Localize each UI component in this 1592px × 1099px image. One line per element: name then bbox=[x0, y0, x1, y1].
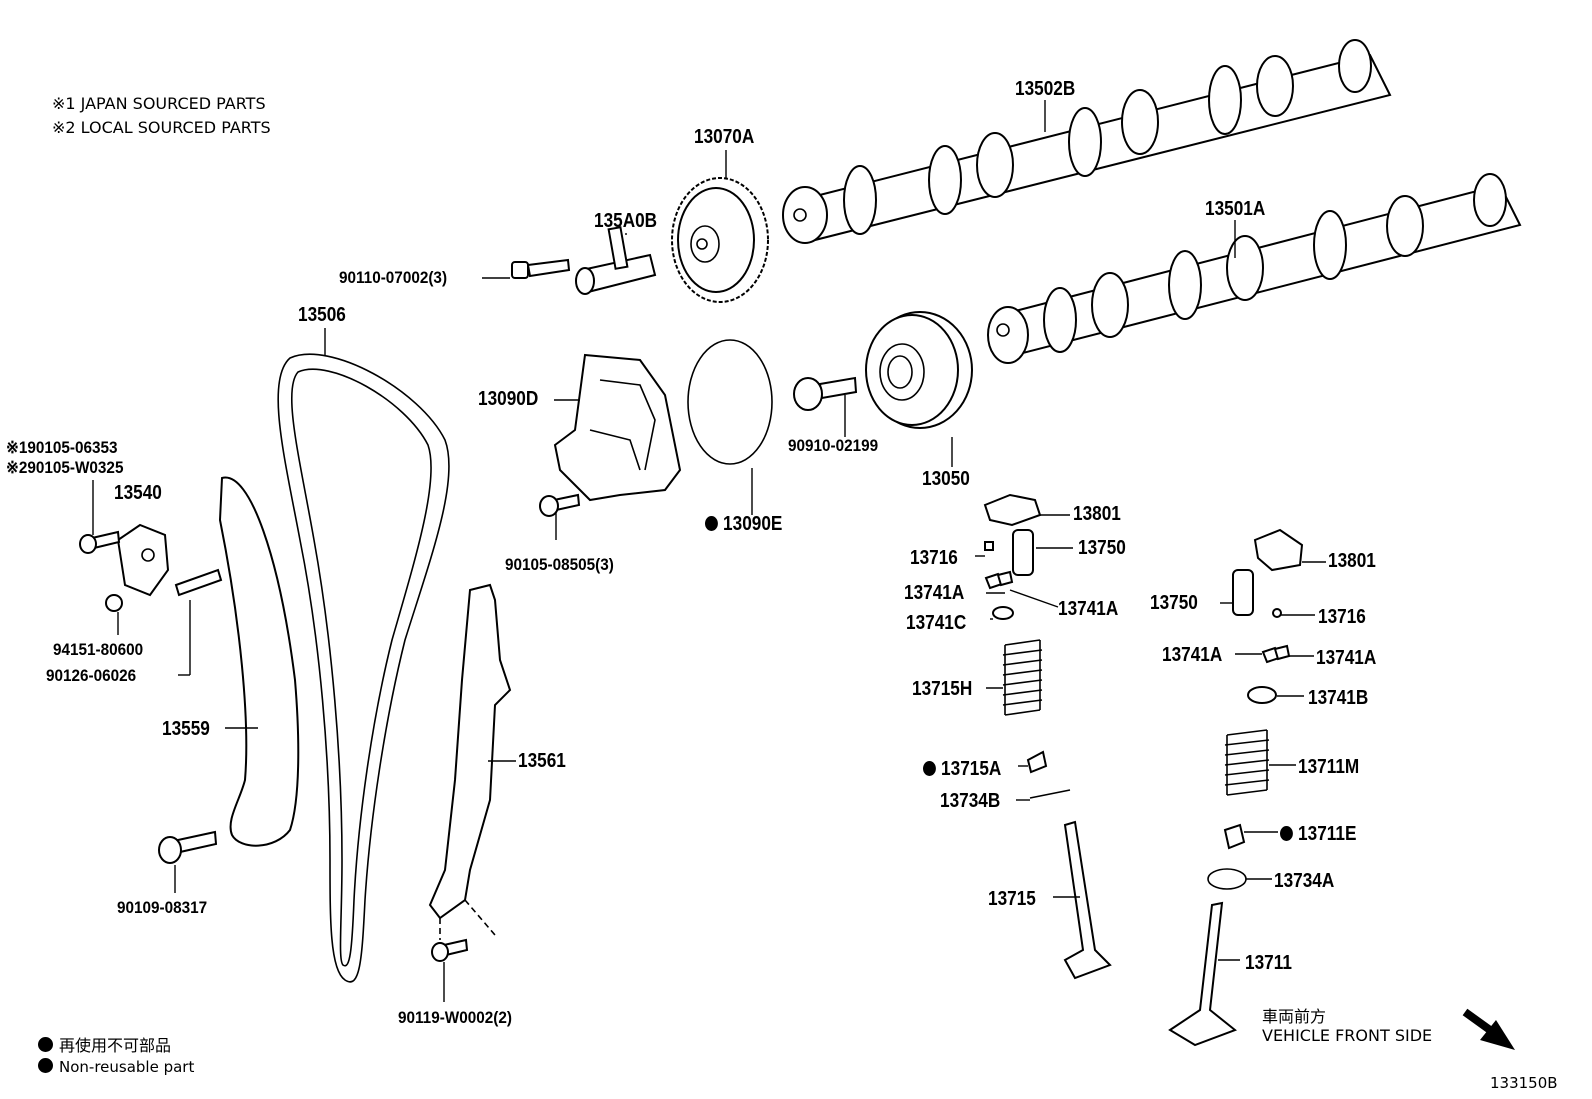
note-local-sourced: ※2 LOCAL SOURCED PARTS bbox=[52, 118, 271, 137]
cam-timing-gear-13050 bbox=[865, 311, 973, 429]
bolt-90109 bbox=[158, 830, 218, 864]
label-13090D: 13090D bbox=[478, 388, 539, 410]
spring-13711M bbox=[1224, 729, 1270, 796]
camshaft-13501A bbox=[987, 173, 1522, 364]
label-90105-W0325: ※290105-W0325 bbox=[6, 458, 124, 477]
label-135A0B: 135A0B bbox=[594, 210, 658, 232]
label-13561: 13561 bbox=[518, 750, 566, 772]
camshaft-13502B bbox=[782, 39, 1392, 244]
seal-13715A bbox=[1026, 750, 1048, 774]
label-13050: 13050 bbox=[922, 468, 970, 490]
chain-slipper-13559 bbox=[218, 476, 300, 847]
label-90119-W0002: 90119-W0002(2) bbox=[398, 1008, 512, 1027]
chain-tensioner-13540 bbox=[116, 523, 170, 597]
cam-sprocket-13070A bbox=[671, 177, 769, 303]
label-13716-left: 13716 bbox=[910, 547, 958, 569]
label-13750-left: 13750 bbox=[1078, 537, 1126, 559]
label-13741A-3: 13741A bbox=[1162, 644, 1223, 666]
retainer-13741C bbox=[992, 606, 1014, 620]
label-13506: 13506 bbox=[298, 304, 346, 326]
label-13540: 13540 bbox=[114, 482, 162, 504]
label-13741B: 13741B bbox=[1308, 687, 1369, 709]
timing-chain-13506 bbox=[277, 353, 450, 983]
label-90910-02199: 90910-02199 bbox=[788, 436, 879, 455]
label-13711E: 13711E bbox=[1280, 823, 1356, 846]
label-90109-08317: 90109-08317 bbox=[117, 898, 208, 917]
label-90126-06026: 90126-06026 bbox=[46, 666, 137, 685]
note-japan-sourced: ※1 JAPAN SOURCED PARTS bbox=[52, 94, 266, 113]
label-13715A: 13715A bbox=[923, 758, 1001, 781]
rocker-arm-13801-right bbox=[1253, 528, 1304, 572]
label-90105-08505: 90105-08505(3) bbox=[505, 555, 614, 574]
front-direction-arrow bbox=[1462, 1008, 1515, 1050]
stud-90126 bbox=[174, 568, 223, 597]
label-13070A: 13070A bbox=[694, 126, 755, 148]
non-reusable-dot bbox=[923, 761, 936, 776]
bolt-90105-08505 bbox=[539, 493, 581, 517]
label-13801-left: 13801 bbox=[1073, 503, 1121, 525]
label-13711: 13711 bbox=[1245, 952, 1292, 974]
spring-13715H bbox=[1002, 639, 1043, 716]
oil-control-valve-135A0B bbox=[575, 226, 657, 295]
legend-nonreusable-en: Non-reusable part bbox=[38, 1058, 194, 1076]
legend-nonreusable-jp: 再使用不可部品 bbox=[38, 1032, 171, 1056]
non-reusable-dot bbox=[705, 516, 718, 531]
nut-94151 bbox=[105, 594, 123, 612]
label-13741A-4: 13741A bbox=[1316, 647, 1377, 669]
valve-13715 bbox=[1063, 820, 1112, 980]
shim-13716-right bbox=[1272, 608, 1282, 618]
label-13716-right: 13716 bbox=[1318, 606, 1366, 628]
cover-13090D bbox=[553, 353, 682, 502]
direction-label-jp: 車両前方 bbox=[1262, 1007, 1327, 1026]
seat-13734A bbox=[1207, 868, 1247, 890]
shim-13716-left bbox=[984, 541, 994, 551]
leader-lines bbox=[92, 100, 1326, 1002]
label-13801-right: 13801 bbox=[1328, 550, 1376, 572]
legend-dot bbox=[38, 1058, 53, 1073]
shim-13734B bbox=[1029, 789, 1071, 799]
keepers-13741A-right bbox=[1261, 644, 1291, 664]
label-13741C: 13741C bbox=[906, 612, 967, 634]
valve-13711 bbox=[1168, 901, 1237, 1047]
non-reusable-dot bbox=[1280, 826, 1293, 841]
label-13741A-1: 13741A bbox=[904, 582, 965, 604]
chain-guide-13561 bbox=[428, 583, 512, 920]
label-13715H: 13715H bbox=[912, 678, 973, 700]
label-13750-right: 13750 bbox=[1150, 592, 1198, 614]
bolt-90110 bbox=[511, 258, 571, 279]
label-90105-06353: ※190105-06353 bbox=[6, 438, 118, 457]
label-13090E: 13090E bbox=[705, 513, 782, 536]
direction-label-en: VEHICLE FRONT SIDE bbox=[1262, 1026, 1433, 1045]
label-94151-80600: 94151-80600 bbox=[53, 640, 144, 659]
label-13559: 13559 bbox=[162, 718, 210, 740]
label-13715: 13715 bbox=[988, 888, 1036, 910]
retainer-13741B bbox=[1247, 686, 1277, 704]
label-13734A: 13734A bbox=[1274, 870, 1335, 892]
label-13734B: 13734B bbox=[940, 790, 1001, 812]
legend-dot bbox=[38, 1037, 53, 1052]
label-13741A-2: 13741A bbox=[1058, 598, 1119, 620]
label-13502B: 13502B bbox=[1015, 78, 1076, 100]
bolt-90119 bbox=[431, 938, 469, 962]
label-90110-07002: 90110-07002(3) bbox=[339, 268, 448, 287]
bolt-90910 bbox=[793, 376, 858, 411]
label-13711M: 13711M bbox=[1298, 756, 1360, 778]
label-13501A: 13501A bbox=[1205, 198, 1266, 220]
gasket-13090E bbox=[687, 339, 773, 465]
diagram-id: 133150B bbox=[1490, 1074, 1558, 1092]
keepers-13741A-left bbox=[984, 570, 1014, 590]
seal-13711E bbox=[1223, 823, 1246, 850]
lifter-13750-right bbox=[1232, 569, 1254, 616]
rocker-arm-13801-left bbox=[983, 493, 1042, 527]
bolt-90105-06353 bbox=[79, 530, 121, 554]
lifter-13750-left bbox=[1012, 529, 1034, 576]
